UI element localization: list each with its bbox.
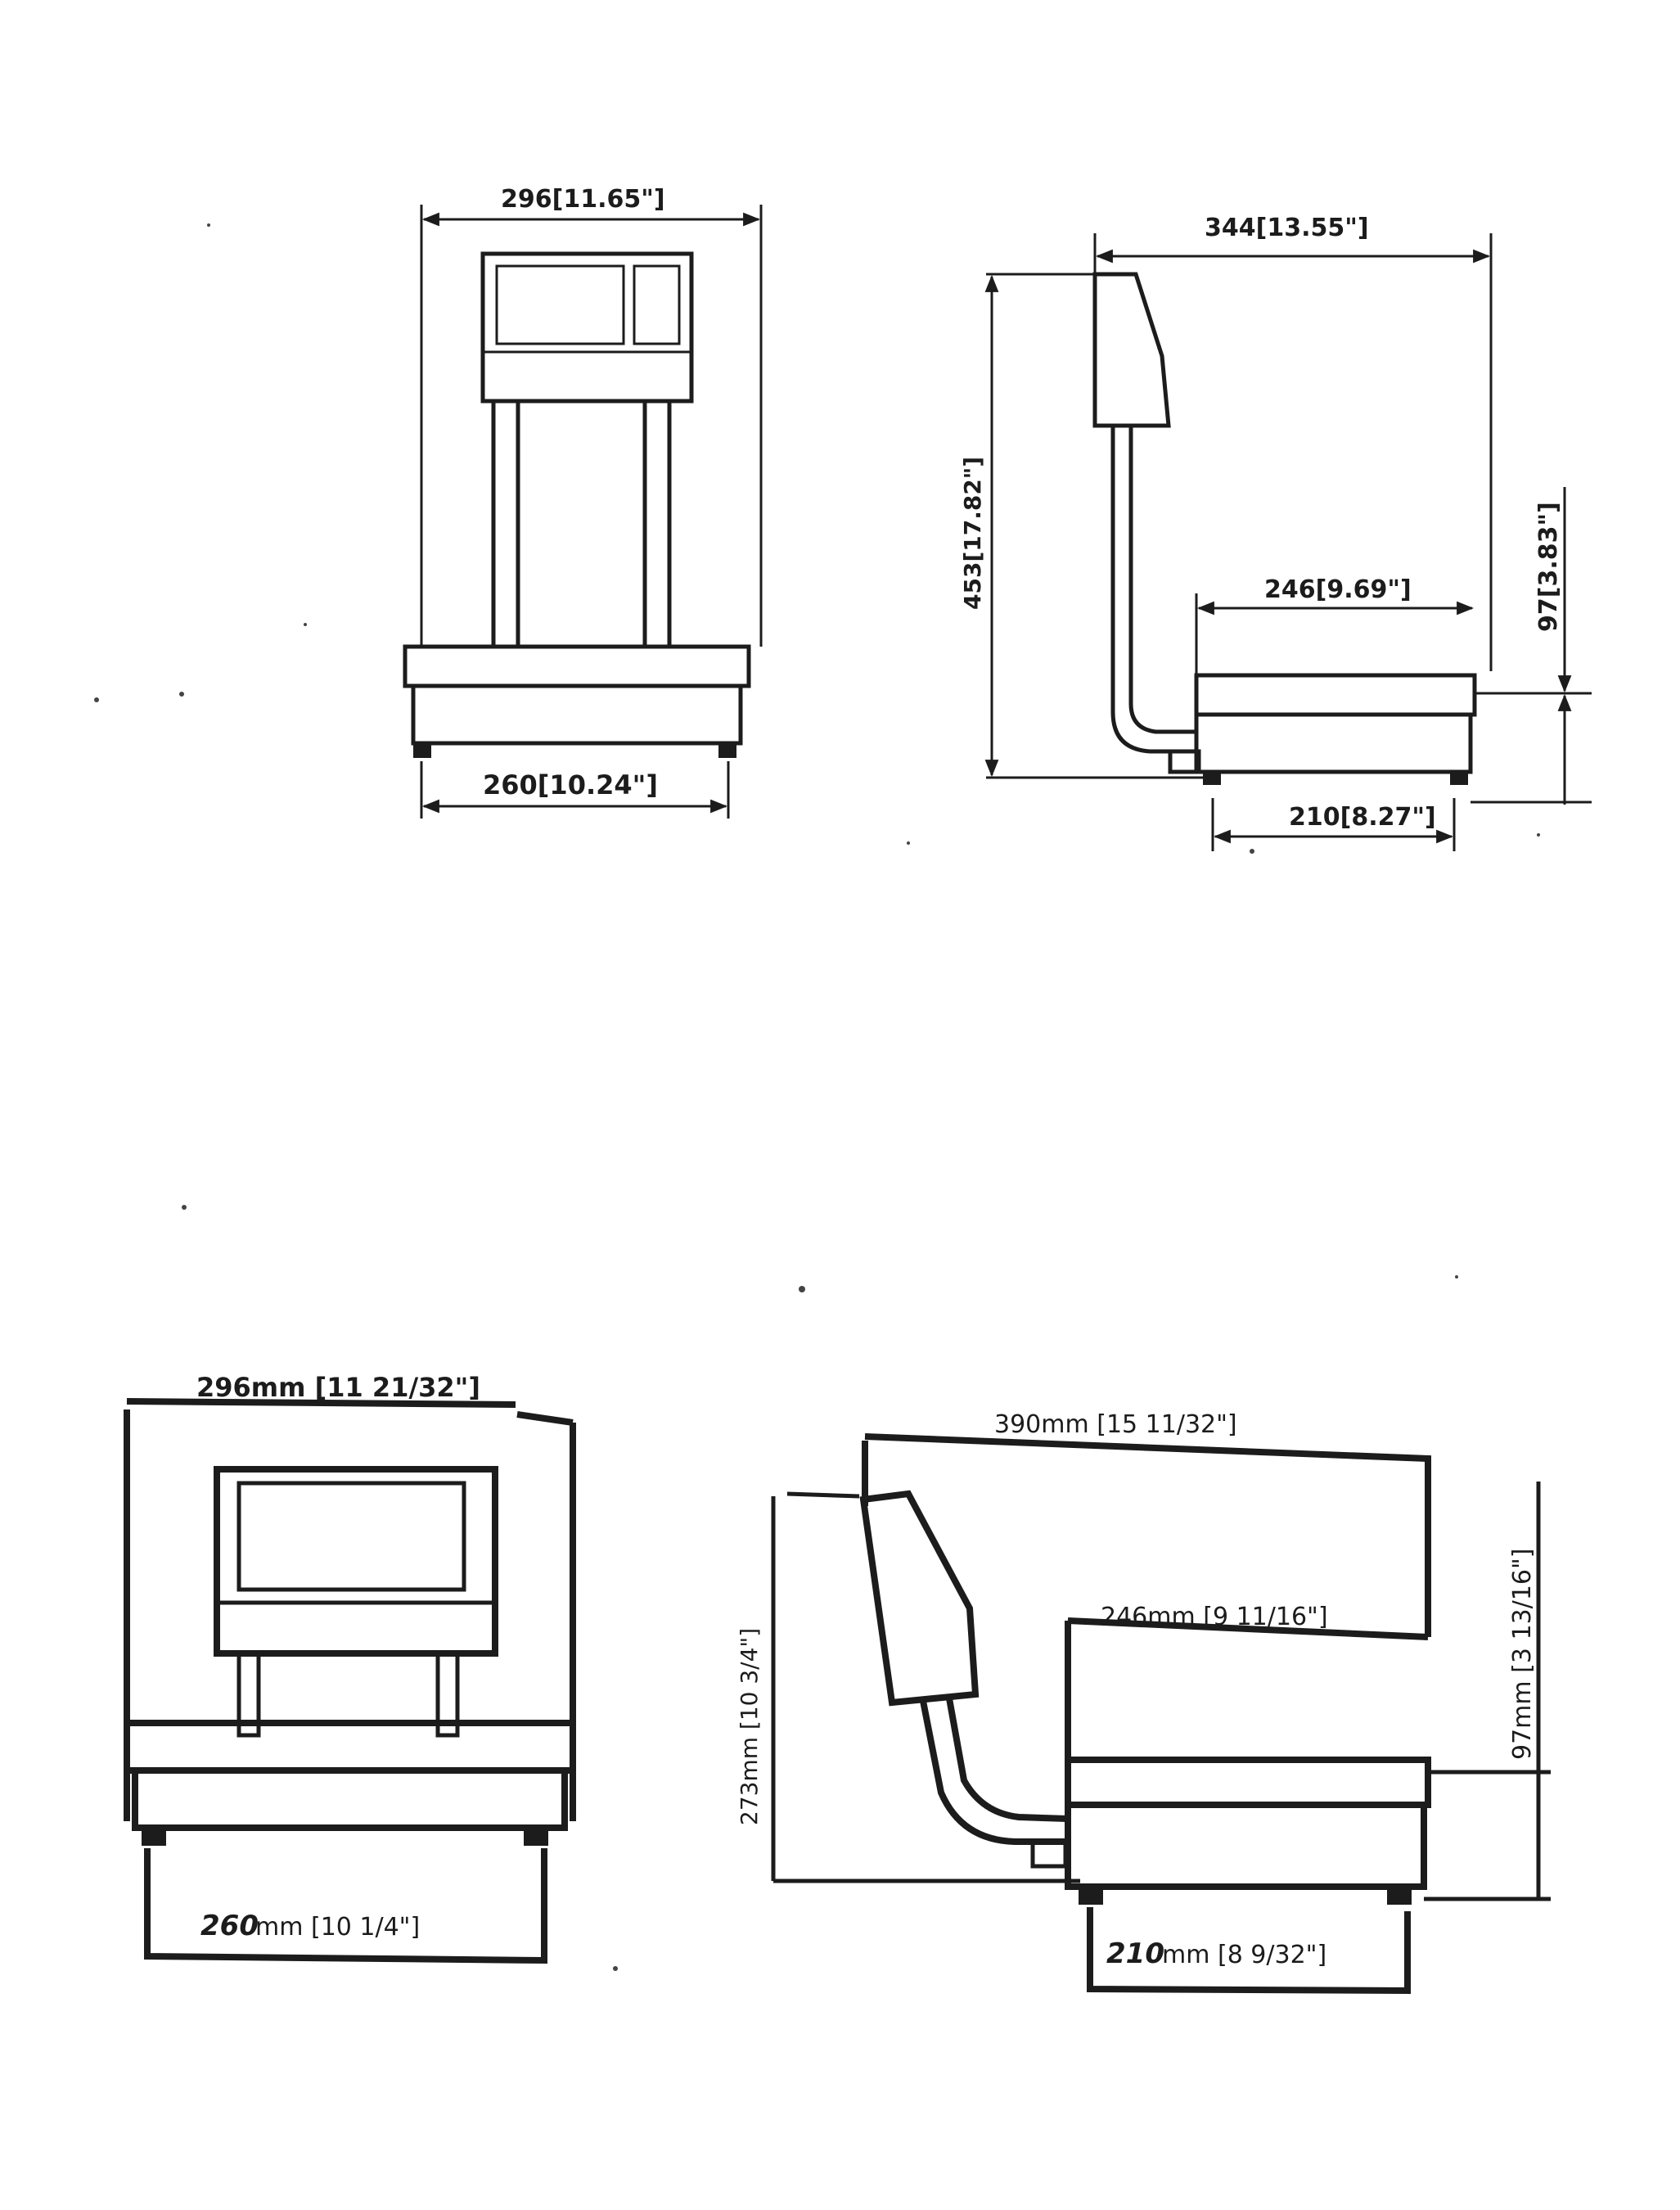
side-base [1194, 712, 1473, 774]
bottom-side-platform [1065, 1757, 1431, 1808]
top-side-overall-width-label: 344[13.55"] [1205, 214, 1369, 242]
bottom-front-width-label: 296mm [11 21/32"] [196, 1372, 480, 1403]
scale-base [411, 683, 743, 746]
bottom-side-platform-height-label: 97mm [3 13/16"] [1508, 1549, 1537, 1760]
bottom-side-base-width-number: 210 [1106, 1937, 1164, 1970]
bottom-front-foot-right [524, 1828, 548, 1846]
side-pillar-inner [1128, 426, 1195, 734]
bottom-side-pillar-inner [946, 1698, 1069, 1822]
bottom-side-overall-width-label: 390mm [15 11/32"] [994, 1410, 1237, 1439]
side-pillar-outer [1110, 426, 1191, 754]
top-front-base-width-label: 260[10.24"] [483, 769, 658, 801]
bottom-side-foot-right [1387, 1887, 1412, 1905]
scale-pillar-right [642, 399, 672, 649]
top-side-height-label: 453[17.82"] [959, 457, 986, 610]
bottom-front-view: 296mm [11 21/32"] 260 mm [10 1/4"] [124, 1372, 576, 1964]
foot-left [413, 743, 431, 758]
scale-pillar-left [491, 399, 520, 649]
bottom-front-platform [124, 1720, 576, 1774]
bottom-side-platform-width-label: 246mm [9 11/16"] [1101, 1603, 1328, 1631]
side-foot-left [1203, 772, 1221, 785]
top-front-view: 296[11.65"] 260[10.24"] [403, 185, 763, 819]
top-side-platform-height-label: 97[3.83"] [1534, 502, 1563, 632]
bottom-front-display-head [214, 1466, 498, 1657]
bottom-front-pillar-left [236, 1651, 261, 1738]
top-front-width-label: 296[11.65"] [501, 185, 665, 214]
bottom-side-height-label: 273mm [10 3/4"] [736, 1628, 763, 1825]
bottom-front-base-width-number: 260 [200, 1910, 259, 1942]
bottom-side-foot-left [1079, 1887, 1103, 1905]
bottom-side-display-head [859, 1490, 980, 1707]
bottom-front-base-width-unit: mm [10 1/4"] [255, 1913, 420, 1942]
bottom-side-pillar-outer [920, 1700, 1068, 1845]
scan-specks [94, 223, 1540, 1971]
side-display-head [1092, 272, 1171, 428]
bottom-front-foot-left [142, 1828, 166, 1846]
top-side-platform-width-label: 246[9.69"] [1264, 575, 1412, 604]
bottom-side-base-width-unit: mm [8 9/32"] [1162, 1941, 1326, 1969]
scale-platform [403, 644, 751, 688]
bottom-front-base [132, 1767, 568, 1831]
side-platform [1194, 673, 1477, 717]
scale-display-head [480, 251, 694, 404]
bottom-side-base [1065, 1802, 1427, 1890]
top-side-base-width-label: 210[8.27"] [1289, 803, 1436, 832]
side-foot-right [1450, 772, 1468, 785]
bottom-side-view: 390mm [15 11/32"] 246mm [9 11/16"] 273mm… [736, 1410, 1551, 1995]
bottom-front-pillar-right [435, 1651, 460, 1738]
foot-right [718, 743, 736, 758]
top-side-view: 344[13.55"] 246[9.69"] 210[8.27"] 453[17… [959, 214, 1592, 851]
